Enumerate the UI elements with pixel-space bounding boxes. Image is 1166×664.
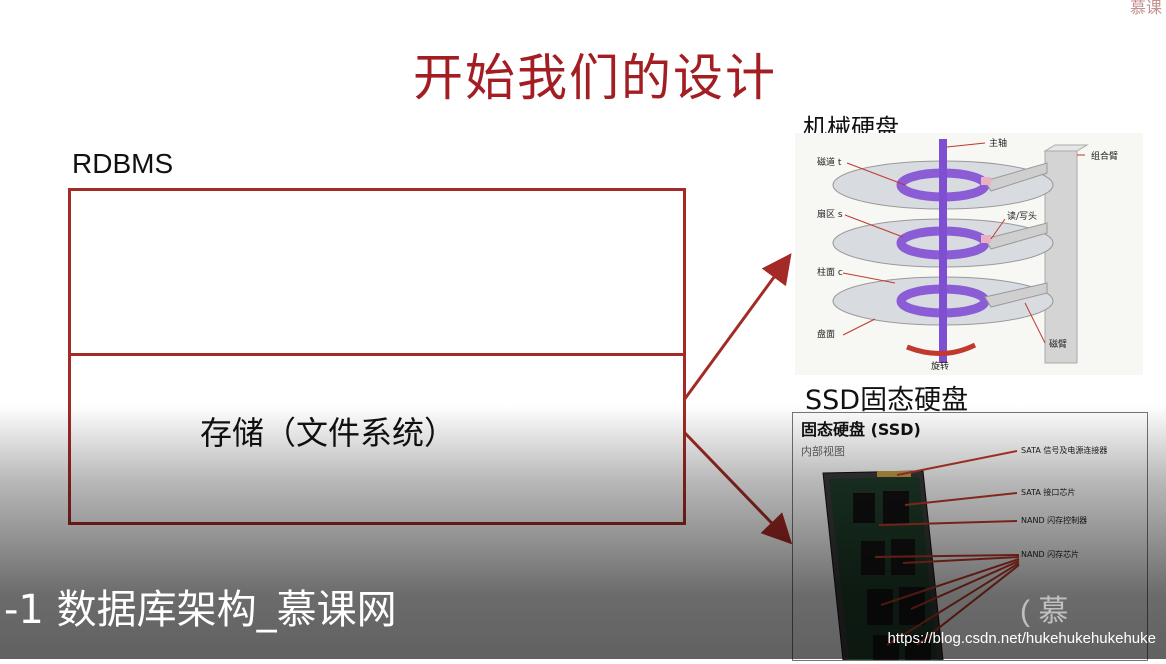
- video-logo-watermark: ( 慕: [1020, 595, 1069, 628]
- hdd-diagram: 主轴 组合臂 磁道 t 扇区 s 读/写头 柱面 c 盘面 磁臂 旋转: [795, 133, 1143, 375]
- arrow-to-ssd: [682, 430, 793, 545]
- ssd-label-sata-chip: SATA 接口芯片: [1021, 487, 1075, 497]
- source-watermark: https://blog.csdn.net/hukehukehukehuke: [887, 630, 1156, 647]
- arrow-to-hdd: [682, 253, 792, 401]
- ssd-inner-title: 固态硬盘 (SSD): [801, 420, 921, 439]
- ssd-inner-subtitle: 内部视图: [801, 444, 845, 458]
- hdd-label-cylinder: 柱面 c: [817, 266, 843, 278]
- rdbms-label: RDBMS: [72, 148, 174, 179]
- ssd-label-nand-controller: NAND 闪存控制器: [1021, 515, 1087, 525]
- corner-logo-text: 慕课: [1129, 0, 1162, 17]
- hdd-label-arm-assembly: 组合臂: [1091, 150, 1118, 162]
- ssd-label-nand-chips: NAND 闪存芯片: [1021, 549, 1079, 559]
- box-divider: [68, 353, 686, 356]
- video-subtitle: -1 数据库架构_慕课网: [4, 587, 397, 633]
- ssd-diagram: 固态硬盘 (SSD) 内部视图 SATA 信号及电源连接器 SATA 接口芯片 …: [792, 412, 1148, 661]
- hdd-label-platter: 盘面: [817, 328, 835, 340]
- hdd-label-arm: 磁臂: [1049, 338, 1067, 350]
- hdd-label-track: 磁道 t: [817, 156, 842, 168]
- hdd-label-rotation: 旋转: [931, 360, 949, 372]
- ssd-label-sata-connector: SATA 信号及电源连接器: [1021, 445, 1107, 455]
- hdd-label-sector: 扇区 s: [817, 208, 843, 220]
- slide-title: 开始我们的设计: [413, 49, 777, 107]
- hdd-label-head: 读/写头: [1007, 210, 1037, 222]
- hdd-label-spindle: 主轴: [989, 137, 1007, 149]
